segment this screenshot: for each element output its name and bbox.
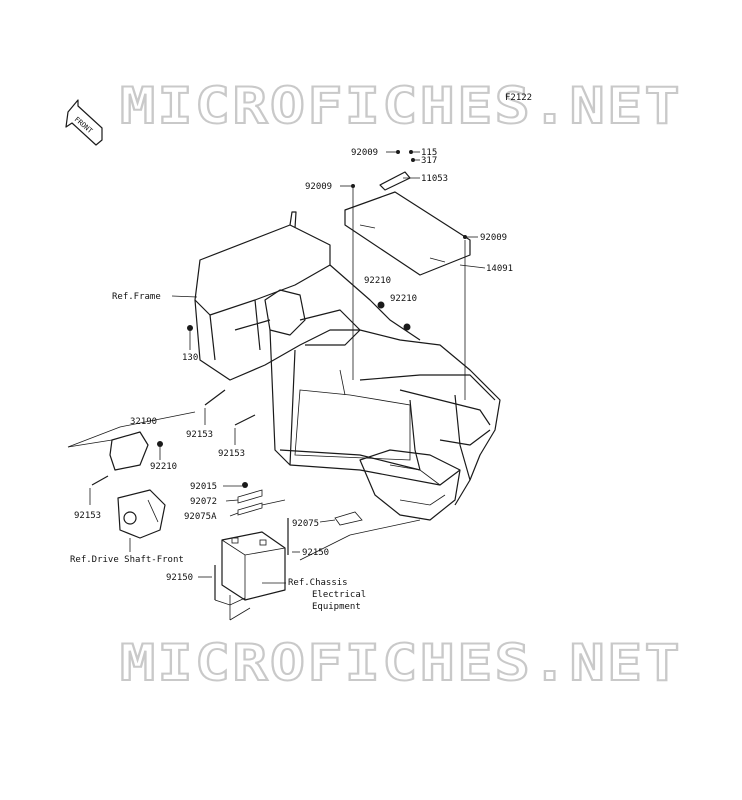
bolts <box>91 150 467 488</box>
part-labels: 92009 115 317 92009 11053 92009 14091 92… <box>70 148 513 612</box>
label-92210-a: 92210 <box>364 276 391 286</box>
label-92153-c: 92153 <box>74 511 101 521</box>
label-ref-frame: Ref.Frame <box>112 292 161 302</box>
label-92015: 92015 <box>190 482 217 492</box>
label-92072: 92072 <box>190 497 217 507</box>
leader-lines <box>89 151 486 621</box>
label-ref-chassis-1: Ref.Chassis <box>288 578 348 588</box>
battery-part <box>221 531 286 601</box>
front-arrow-icon: FRONT <box>65 99 103 146</box>
label-92150-b: 92150 <box>166 573 193 583</box>
label-92009-a: 92009 <box>351 148 378 158</box>
label-92210-b: 92210 <box>390 294 417 304</box>
label-92153-b: 92153 <box>218 449 245 459</box>
label-ref-chassis-3: Equipment <box>312 602 361 612</box>
cover-plate-part <box>344 171 471 276</box>
label-ref-chassis-2: Electrical <box>312 590 366 600</box>
label-14091: 14091 <box>486 264 513 274</box>
label-115: 115 <box>421 148 437 158</box>
label-32190: 32190 <box>130 417 157 427</box>
watermark-top: MICROFICHES.NET <box>120 77 682 135</box>
label-92075: 92075 <box>292 519 319 529</box>
label-92153-a: 92153 <box>186 430 213 440</box>
label-317: 317 <box>421 156 437 166</box>
label-92210-c: 92210 <box>150 462 177 472</box>
label-92009-b: 92009 <box>305 182 332 192</box>
diagram-code: F2122 <box>505 93 532 103</box>
label-92075A: 92075A <box>184 512 217 522</box>
label-92150-a: 92150 <box>302 548 329 558</box>
label-130: 130 <box>182 353 198 363</box>
label-92009-c: 92009 <box>480 233 507 243</box>
watermark-bottom: MICROFICHES.NET <box>120 634 682 692</box>
label-ref-drive-shaft: Ref.Drive Shaft-Front <box>70 555 184 565</box>
frame-part <box>194 211 501 521</box>
mount-bracket-part <box>67 411 196 471</box>
drive-unit-part <box>117 489 166 539</box>
label-11053: 11053 <box>421 174 448 184</box>
